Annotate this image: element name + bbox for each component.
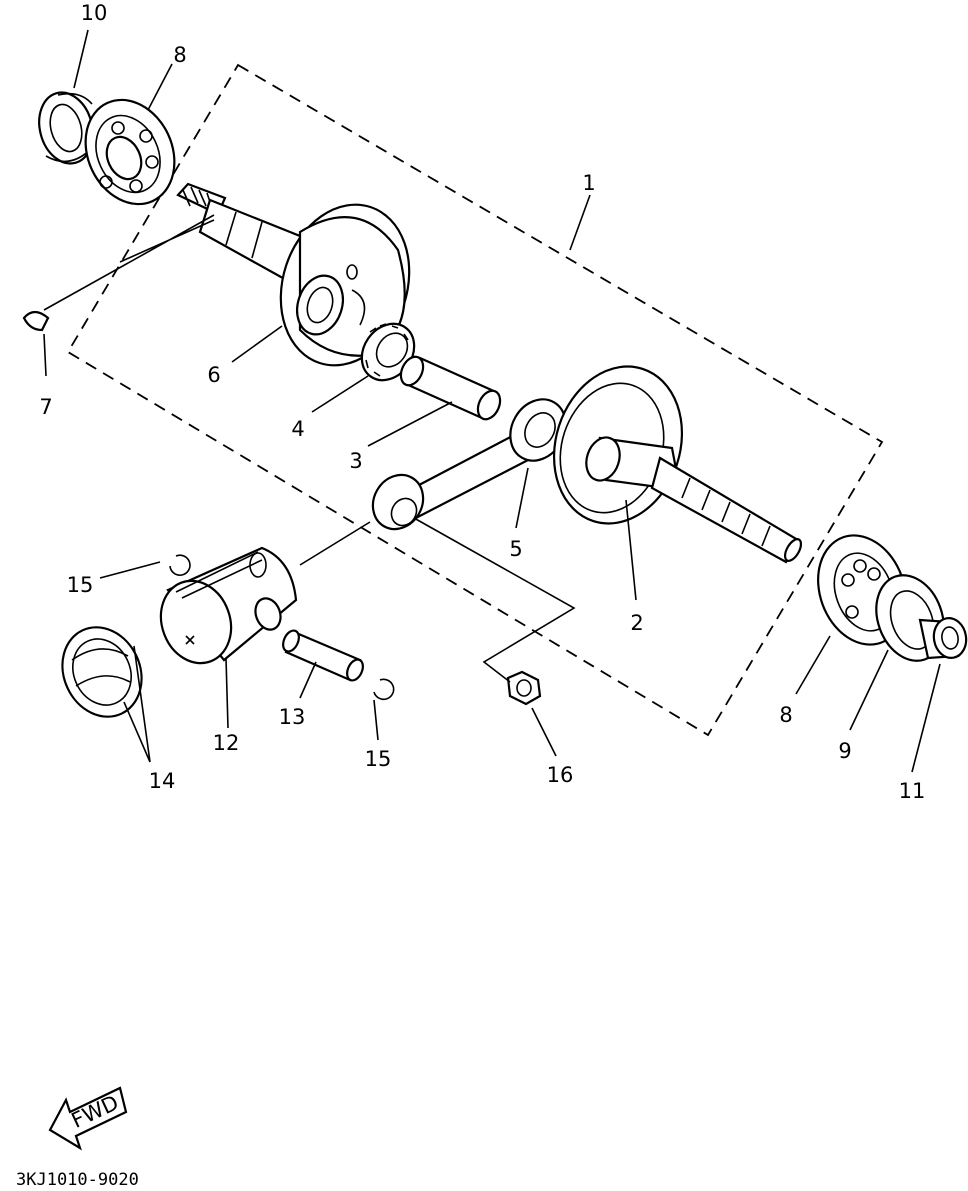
callout-15-left: 15 (67, 573, 94, 597)
leader-lines (43, 29, 941, 773)
nut-16-drawing (506, 670, 542, 706)
crank-half-2-drawing (552, 365, 803, 564)
circlip-15-left-drawing (169, 554, 191, 576)
collar-11-drawing (918, 617, 968, 660)
callout-2: 2 (630, 611, 643, 635)
callout-11: 11 (899, 779, 926, 803)
oil-seal-10-drawing (38, 91, 94, 165)
circlip-15-right-drawing (373, 678, 395, 701)
callout-15-right: 15 (365, 747, 392, 771)
woodruff-key-7-drawing (22, 310, 50, 332)
callout-3: 3 (349, 449, 362, 473)
crank-half-6-drawing (176, 182, 411, 367)
piston-rings-14-drawing (61, 626, 143, 718)
callout-8-bottom: 8 (779, 703, 792, 727)
callout-7: 7 (39, 395, 52, 419)
drawing-code: 3KJ1010-9020 (16, 1170, 139, 1190)
forward-direction-arrow: FWD (48, 1086, 128, 1151)
piston-pin-13-drawing (282, 629, 364, 682)
callout-4: 4 (291, 417, 304, 441)
piston-12-drawing (159, 546, 298, 665)
callout-14: 14 (149, 769, 176, 793)
connecting-rod-5-drawing (371, 398, 567, 531)
crankshaft-assembly-boundary (66, 63, 884, 737)
callout-1: 1 (582, 171, 595, 195)
bearing-8-top-drawing (84, 98, 176, 206)
callout-10: 10 (81, 1, 108, 25)
callout-9: 9 (838, 739, 851, 763)
callout-13: 13 (279, 705, 306, 729)
callout-6: 6 (207, 363, 220, 387)
callout-12: 12 (213, 731, 240, 755)
callout-16: 16 (547, 763, 574, 787)
callout-5: 5 (509, 537, 522, 561)
callout-8-top: 8 (173, 43, 186, 67)
crank-pin-3-drawing (399, 355, 502, 421)
